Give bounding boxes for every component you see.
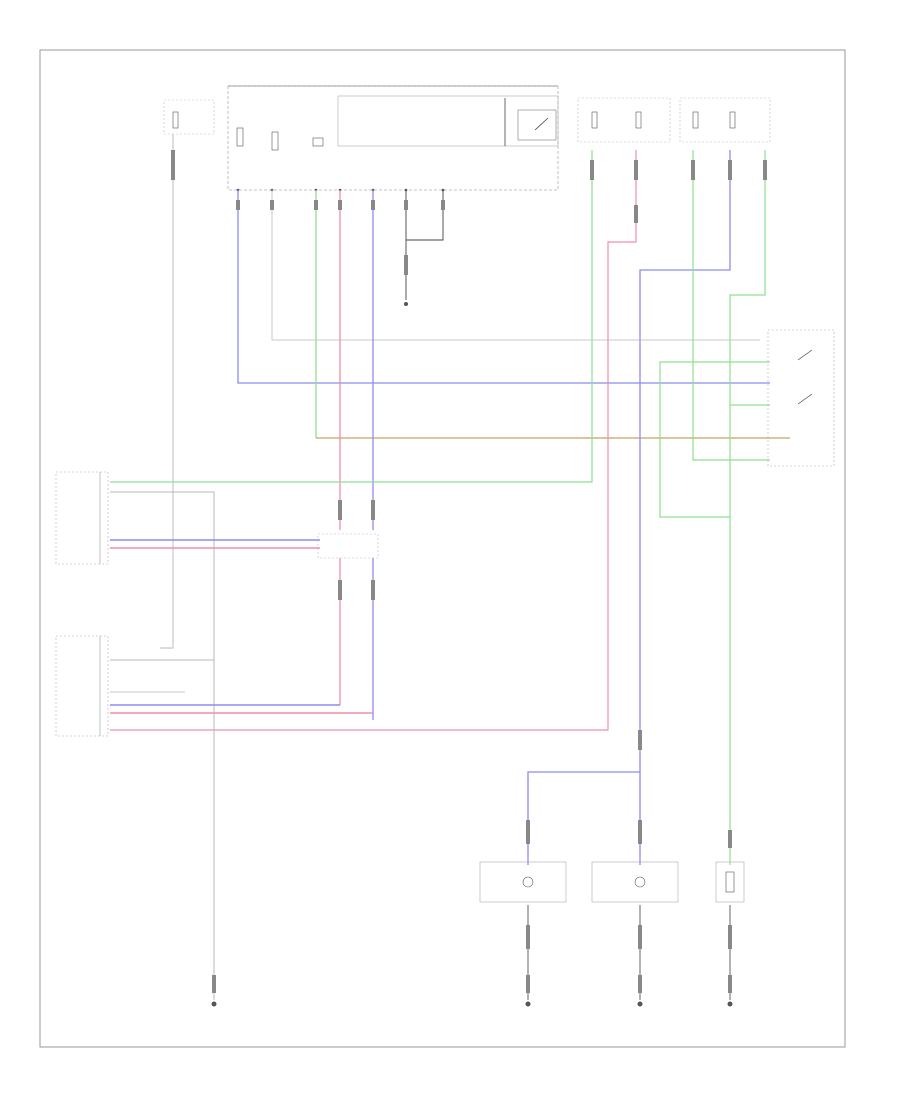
junction-connector <box>317 533 379 559</box>
wire-green-switch-2 <box>729 404 770 865</box>
diagram-border <box>39 49 846 1048</box>
fuse-relay-box <box>227 85 559 192</box>
top-left-fuse <box>163 99 215 135</box>
wire-green-far <box>692 150 770 461</box>
wire-blue-horizontal <box>237 190 770 384</box>
body-control-module-box <box>55 635 109 737</box>
wire-green-right <box>110 150 593 483</box>
ground-icon <box>211 302 733 1007</box>
wire-green-switch <box>659 361 770 518</box>
door-switch-box <box>715 861 745 903</box>
right-switch-connector <box>767 329 835 467</box>
wire-blue-right <box>527 150 731 865</box>
front-module-box <box>55 471 109 565</box>
wire-gray-front <box>110 491 215 1000</box>
relay-switch-icon <box>504 98 557 146</box>
lamp-right-box <box>591 861 679 903</box>
connector-icon <box>171 150 767 993</box>
wire-gray-top <box>271 190 760 341</box>
lamp-left-box <box>479 861 567 903</box>
right-fuse-block <box>577 97 771 143</box>
wire-green-top-right <box>729 150 766 405</box>
wire-gray-left <box>160 134 174 649</box>
fuse-resistor-icon <box>236 127 324 151</box>
wire-black-join <box>406 190 444 241</box>
